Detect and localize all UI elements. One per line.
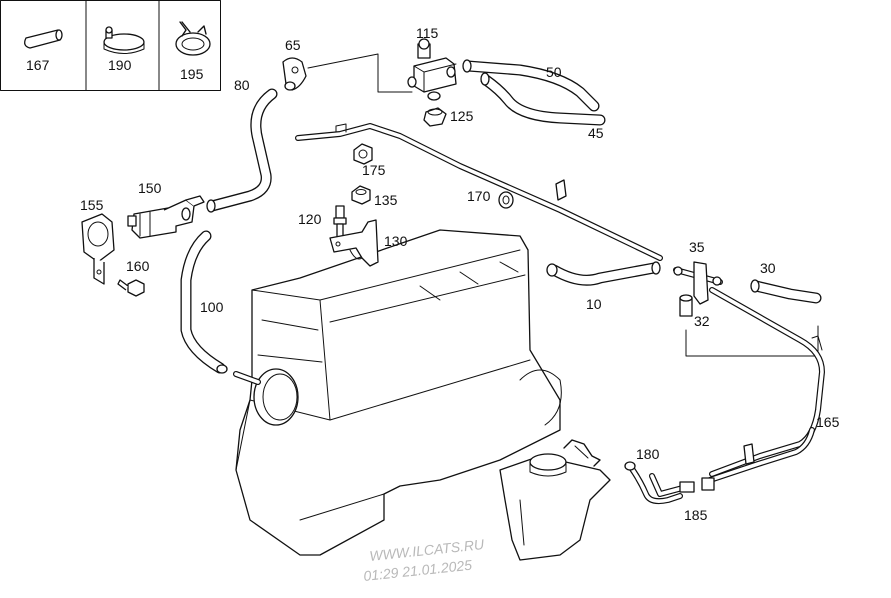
part-170-grommet[interactable] — [498, 191, 514, 209]
callout-10: 10 — [586, 296, 602, 312]
callout-115: 115 — [416, 25, 439, 41]
legend-spring-clamp-icon[interactable] — [175, 21, 211, 56]
engine-block — [235, 229, 562, 556]
coolant-reservoir — [499, 439, 611, 561]
callout-165: 165 — [816, 414, 840, 430]
leader-65-115 — [307, 53, 413, 93]
callout-160: 160 — [126, 258, 150, 274]
callout-80: 80 — [234, 77, 250, 93]
part-150-pump[interactable] — [127, 195, 205, 239]
part-175-nut[interactable] — [353, 143, 373, 165]
pipe-165[interactable] — [707, 287, 825, 483]
callout-135: 135 — [374, 192, 398, 208]
callout-100: 100 — [200, 299, 224, 315]
part-130-bracket[interactable] — [329, 219, 379, 267]
callout-32: 32 — [694, 313, 710, 329]
callout-45: 45 — [588, 125, 604, 141]
callout-30: 30 — [760, 260, 776, 276]
hose-10[interactable] — [546, 261, 661, 286]
leader-32-165 — [685, 325, 819, 357]
coolant-pipe[interactable] — [295, 123, 663, 261]
callout-155: 155 — [80, 197, 104, 213]
callout-185: 185 — [684, 507, 708, 523]
callout-125: 125 — [450, 108, 474, 124]
part-32-fitting[interactable] — [679, 294, 693, 317]
legend-sleeve-icon[interactable] — [24, 29, 63, 49]
hose-180[interactable] — [624, 461, 683, 505]
hose-50[interactable] — [462, 59, 600, 112]
callout-180: 180 — [636, 446, 660, 462]
part-160-bolt[interactable] — [117, 279, 145, 297]
hose-80[interactable] — [206, 88, 278, 213]
callout-175: 175 — [362, 162, 386, 178]
part-135-nut[interactable] — [351, 185, 371, 205]
callout-50: 50 — [546, 64, 562, 80]
legend-hose-clamp-icon[interactable] — [103, 26, 145, 54]
legend-label-167: 167 — [26, 57, 50, 73]
part-155-holder[interactable] — [81, 213, 115, 285]
callout-65: 65 — [285, 37, 301, 53]
hose-185[interactable] — [649, 473, 715, 497]
hose-30[interactable] — [750, 279, 822, 304]
callout-35: 35 — [689, 239, 705, 255]
legend-label-190: 190 — [108, 57, 132, 73]
part-115-valve[interactable] — [407, 38, 457, 101]
legend-label-195: 195 — [180, 66, 204, 82]
callout-150: 150 — [138, 180, 162, 196]
hose-100[interactable] — [180, 230, 261, 385]
callout-120: 120 — [298, 211, 322, 227]
part-120-sensor[interactable] — [333, 205, 347, 239]
callout-170: 170 — [467, 188, 491, 204]
part-65-elbow[interactable] — [282, 57, 307, 91]
callout-130: 130 — [384, 233, 408, 249]
part-125-cap[interactable] — [423, 107, 447, 127]
hose-45[interactable] — [480, 72, 606, 126]
legend-panel — [0, 0, 221, 91]
part-35-fitting[interactable] — [673, 261, 723, 305]
